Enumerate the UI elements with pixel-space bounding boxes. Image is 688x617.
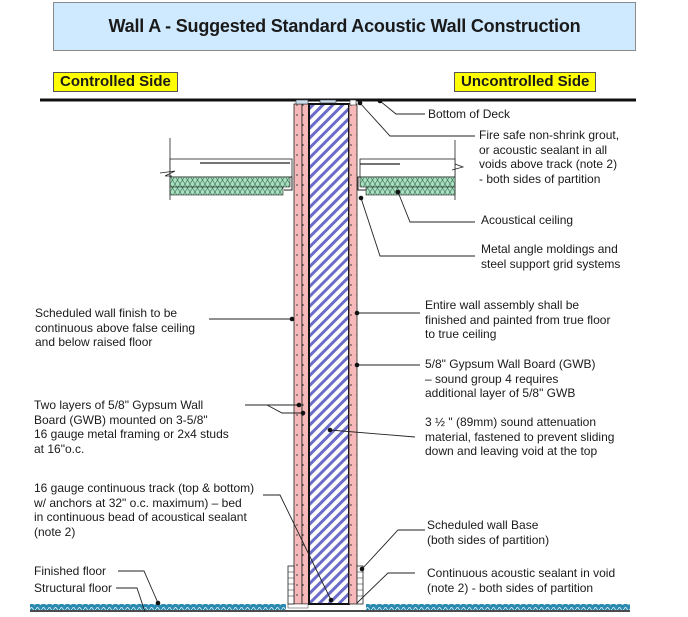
note-scheduled-wall-base: Scheduled wall Base (both sides of parti…	[427, 518, 550, 547]
ceiling-right	[357, 140, 465, 200]
uncontrolled-side-label: Uncontrolled Side	[454, 72, 597, 92]
note-fire-safe-grout: Fire safe non-shrink grout, or acoustic …	[479, 128, 620, 186]
insulation-cavity	[308, 103, 350, 605]
diagram-title: Wall A - Suggested Standard Acoustic Wal…	[108, 16, 581, 36]
note-entire-wall-assembly: Entire wall assembly shall be finished a…	[425, 298, 611, 341]
wall-base-right	[356, 565, 364, 605]
wall-base-left	[287, 565, 295, 605]
controlled-side-label: Controlled Side	[53, 72, 178, 92]
title-box: Wall A - Suggested Standard Acoustic Wal…	[53, 2, 636, 51]
gwb-left-inner	[301, 103, 310, 605]
note-bottom-of-deck: Bottom of Deck	[428, 107, 511, 121]
note-sound-attenuation: 3 ½ " (89mm) sound attenuation material,…	[425, 415, 615, 458]
gwb-right	[348, 103, 358, 605]
note-structural-floor: Structural floor	[34, 581, 113, 595]
gwb-left-outer	[293, 103, 303, 605]
note-scheduled-wall-finish: Scheduled wall finish to be continuous a…	[35, 306, 196, 349]
ceiling-left	[159, 138, 293, 200]
note-continuous-track: 16 gauge continuous track (top & bottom)…	[34, 481, 255, 539]
note-two-layers-gwb: Two layers of 5/8" Gypsum Wall Board (GW…	[34, 398, 229, 456]
note-metal-angle-moldings: Metal angle moldings and steel support g…	[481, 242, 621, 271]
note-acoustical-ceiling: Acoustical ceiling	[481, 213, 574, 227]
note-gypsum-wall-board: 5/8" Gypsum Wall Board (GWB) – sound gro…	[425, 357, 596, 400]
note-finished-floor: Finished floor	[34, 564, 107, 578]
note-continuous-sealant: Continuous acoustic sealant in void (not…	[427, 566, 616, 595]
